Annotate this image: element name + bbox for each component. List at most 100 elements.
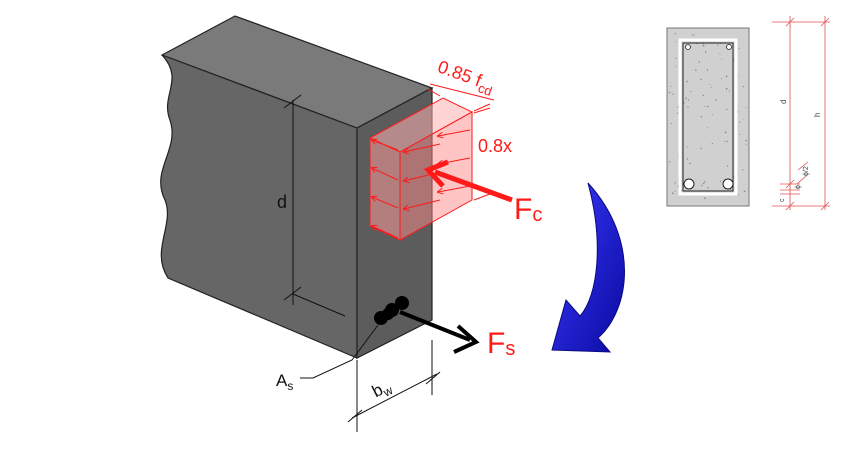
- aggregate-dot: [668, 91, 671, 94]
- aggregate-dot: [725, 75, 728, 78]
- stirrup-outer: [678, 38, 738, 196]
- aggregate-dot: [692, 34, 694, 36]
- aggregate-dot: [720, 78, 722, 80]
- aggregate-dot: [737, 111, 739, 113]
- label-0-8x: 0.8x: [478, 136, 512, 156]
- moment-arrow: [551, 182, 625, 353]
- beam-front-face: [160, 54, 358, 359]
- aggregate-dot: [700, 115, 703, 118]
- aggregate-dot: [703, 105, 705, 107]
- label-d: d: [277, 192, 287, 212]
- stress-block-front: [369, 137, 401, 241]
- aggregate-dot: [675, 41, 676, 43]
- aggregate-dot: [672, 192, 674, 195]
- aggregate-dot: [726, 108, 728, 111]
- aggregate-dot: [733, 176, 735, 178]
- aggregate-dot: [704, 51, 707, 53]
- aggregate-dot: [686, 158, 688, 160]
- aggregate-dot: [674, 182, 676, 184]
- aggregate-dot: [711, 87, 713, 88]
- dimension-bw: [347, 340, 441, 432]
- bottom-bar-right: [722, 178, 734, 190]
- aggregate-dot: [706, 69, 709, 71]
- aggregate-dot: [702, 94, 704, 97]
- aggregate-dot: [689, 90, 692, 92]
- aggregate-dot: [706, 127, 708, 129]
- aggregate-dot: [743, 119, 745, 120]
- aggregate-dot: [742, 85, 745, 88]
- aggregate-dot: [739, 121, 741, 123]
- aggregate-dot: [695, 69, 697, 72]
- aggregate-dot: [712, 114, 714, 116]
- aggregate-dot: [717, 44, 719, 46]
- label-bw: bw: [369, 376, 395, 404]
- aggregate-dot: [698, 61, 701, 63]
- aggregate-dot: [687, 99, 690, 101]
- aggregate-dot: [726, 140, 728, 143]
- aggregate-dot: [700, 147, 702, 150]
- stirrup-inner: [682, 42, 734, 192]
- aggregate-dot: [674, 190, 676, 192]
- section-label-c: c: [779, 198, 786, 202]
- aggregate-dot: [686, 146, 688, 148]
- aggregate-dot: [743, 190, 746, 193]
- top-bar-right: [726, 44, 732, 50]
- aggregate-dot: [706, 105, 709, 108]
- aggregate-dot: [672, 93, 674, 95]
- As-leader-line: [300, 324, 379, 379]
- section-dimensions: [772, 16, 830, 211]
- rebar-group: [374, 296, 409, 325]
- aggregate-dot: [674, 57, 677, 60]
- cross-section: [666, 27, 750, 207]
- aggregate-dot: [694, 34, 696, 36]
- aggregate-dot: [719, 180, 722, 182]
- aggregate-dot: [728, 90, 730, 92]
- aggregate-dot: [689, 162, 691, 165]
- aggregate-dot: [686, 80, 688, 83]
- aggregate-dot: [707, 186, 709, 189]
- aggregate-dot: [726, 165, 729, 167]
- aggregate-dot: [725, 87, 728, 90]
- aggregate-dot: [709, 84, 711, 86]
- aggregate-dot: [737, 194, 739, 196]
- top-bar-left: [685, 44, 691, 50]
- aggregate-dot: [703, 197, 706, 200]
- aggregate-dot: [700, 78, 702, 81]
- aggregate-dot: [733, 58, 735, 60]
- compression-force-arrow: [423, 159, 513, 203]
- aggregate-dot: [675, 66, 677, 68]
- bottom-bar-left: [683, 178, 695, 190]
- aggregate-dot: [745, 144, 747, 146]
- aggregate-dot: [670, 122, 672, 124]
- aggregate-dot: [676, 112, 679, 114]
- aggregate-dot: [674, 33, 677, 35]
- aggregate-dot: [703, 181, 706, 183]
- aggregate-dot: [738, 75, 740, 77]
- aggregate-dot: [745, 106, 747, 109]
- aggregate-dot: [738, 47, 740, 49]
- aggregate-dot: [733, 60, 735, 62]
- aggregate-dot: [711, 142, 713, 145]
- aggregate-dot: [702, 182, 705, 185]
- tension-force-arrow: [399, 310, 480, 354]
- section-label-d: d: [779, 100, 788, 104]
- section-label-phi-half: ϕ/2: [803, 166, 810, 176]
- aggregate-dot: [670, 85, 672, 87]
- aggregate-dot: [700, 184, 703, 187]
- aggregate-dot: [669, 160, 671, 163]
- aggregate-dot: [742, 169, 744, 171]
- aggregate-dot: [745, 139, 748, 142]
- aggregate-dot: [702, 44, 705, 47]
- label-As: As: [276, 371, 293, 393]
- aggregate-dot: [687, 106, 689, 108]
- section-label-phi: ϕ: [795, 185, 802, 189]
- aggregate-dot: [719, 53, 721, 55]
- aggregate-dot: [715, 99, 717, 101]
- aggregate-dot: [685, 97, 687, 99]
- aggregate-dot: [724, 131, 727, 134]
- dimension-d: [283, 94, 346, 317]
- label-Fs: Fs: [487, 327, 515, 360]
- section-label-h: h: [813, 113, 822, 117]
- aggregate-dot: [739, 133, 741, 135]
